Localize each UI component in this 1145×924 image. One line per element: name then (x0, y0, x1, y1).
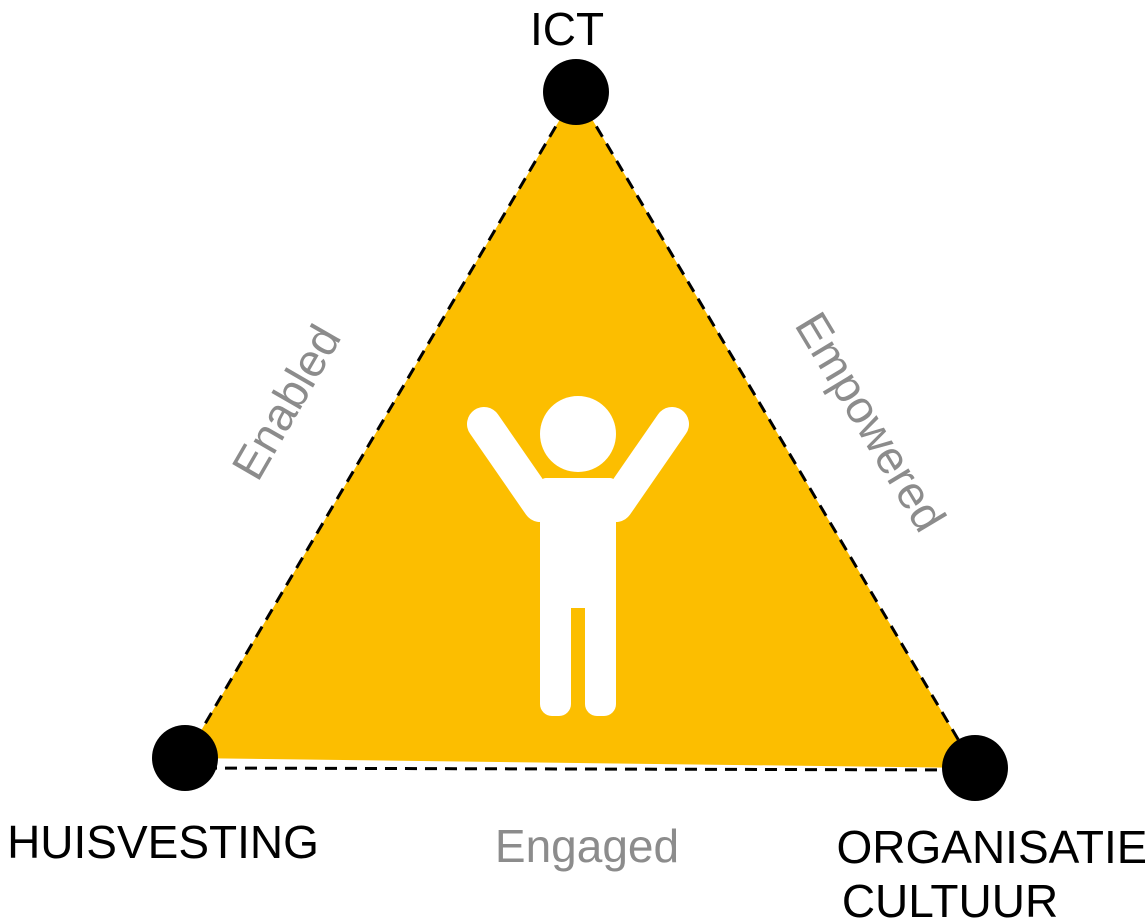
vertex-label-ict: ICT (530, 3, 604, 55)
vertex-label-huisvesting: HUISVESTING (7, 816, 319, 868)
person-arms-raised-icon (467, 396, 689, 716)
edge-label-engaged: Engaged (495, 820, 679, 872)
vertex-dot-bottom-left (152, 725, 218, 791)
vertex-label-organisatie: ORGANISATIE (837, 821, 1145, 873)
vertex-label-cultuur: CULTUUR (842, 875, 1058, 924)
edge-label-enabled: Enabled (221, 316, 350, 488)
vertex-dot-top (543, 59, 609, 125)
edge-left-line (183, 91, 578, 759)
edge-right-line (574, 91, 977, 769)
edge-bottom-line (184, 766, 976, 772)
vertex-dot-bottom-right (942, 735, 1008, 801)
